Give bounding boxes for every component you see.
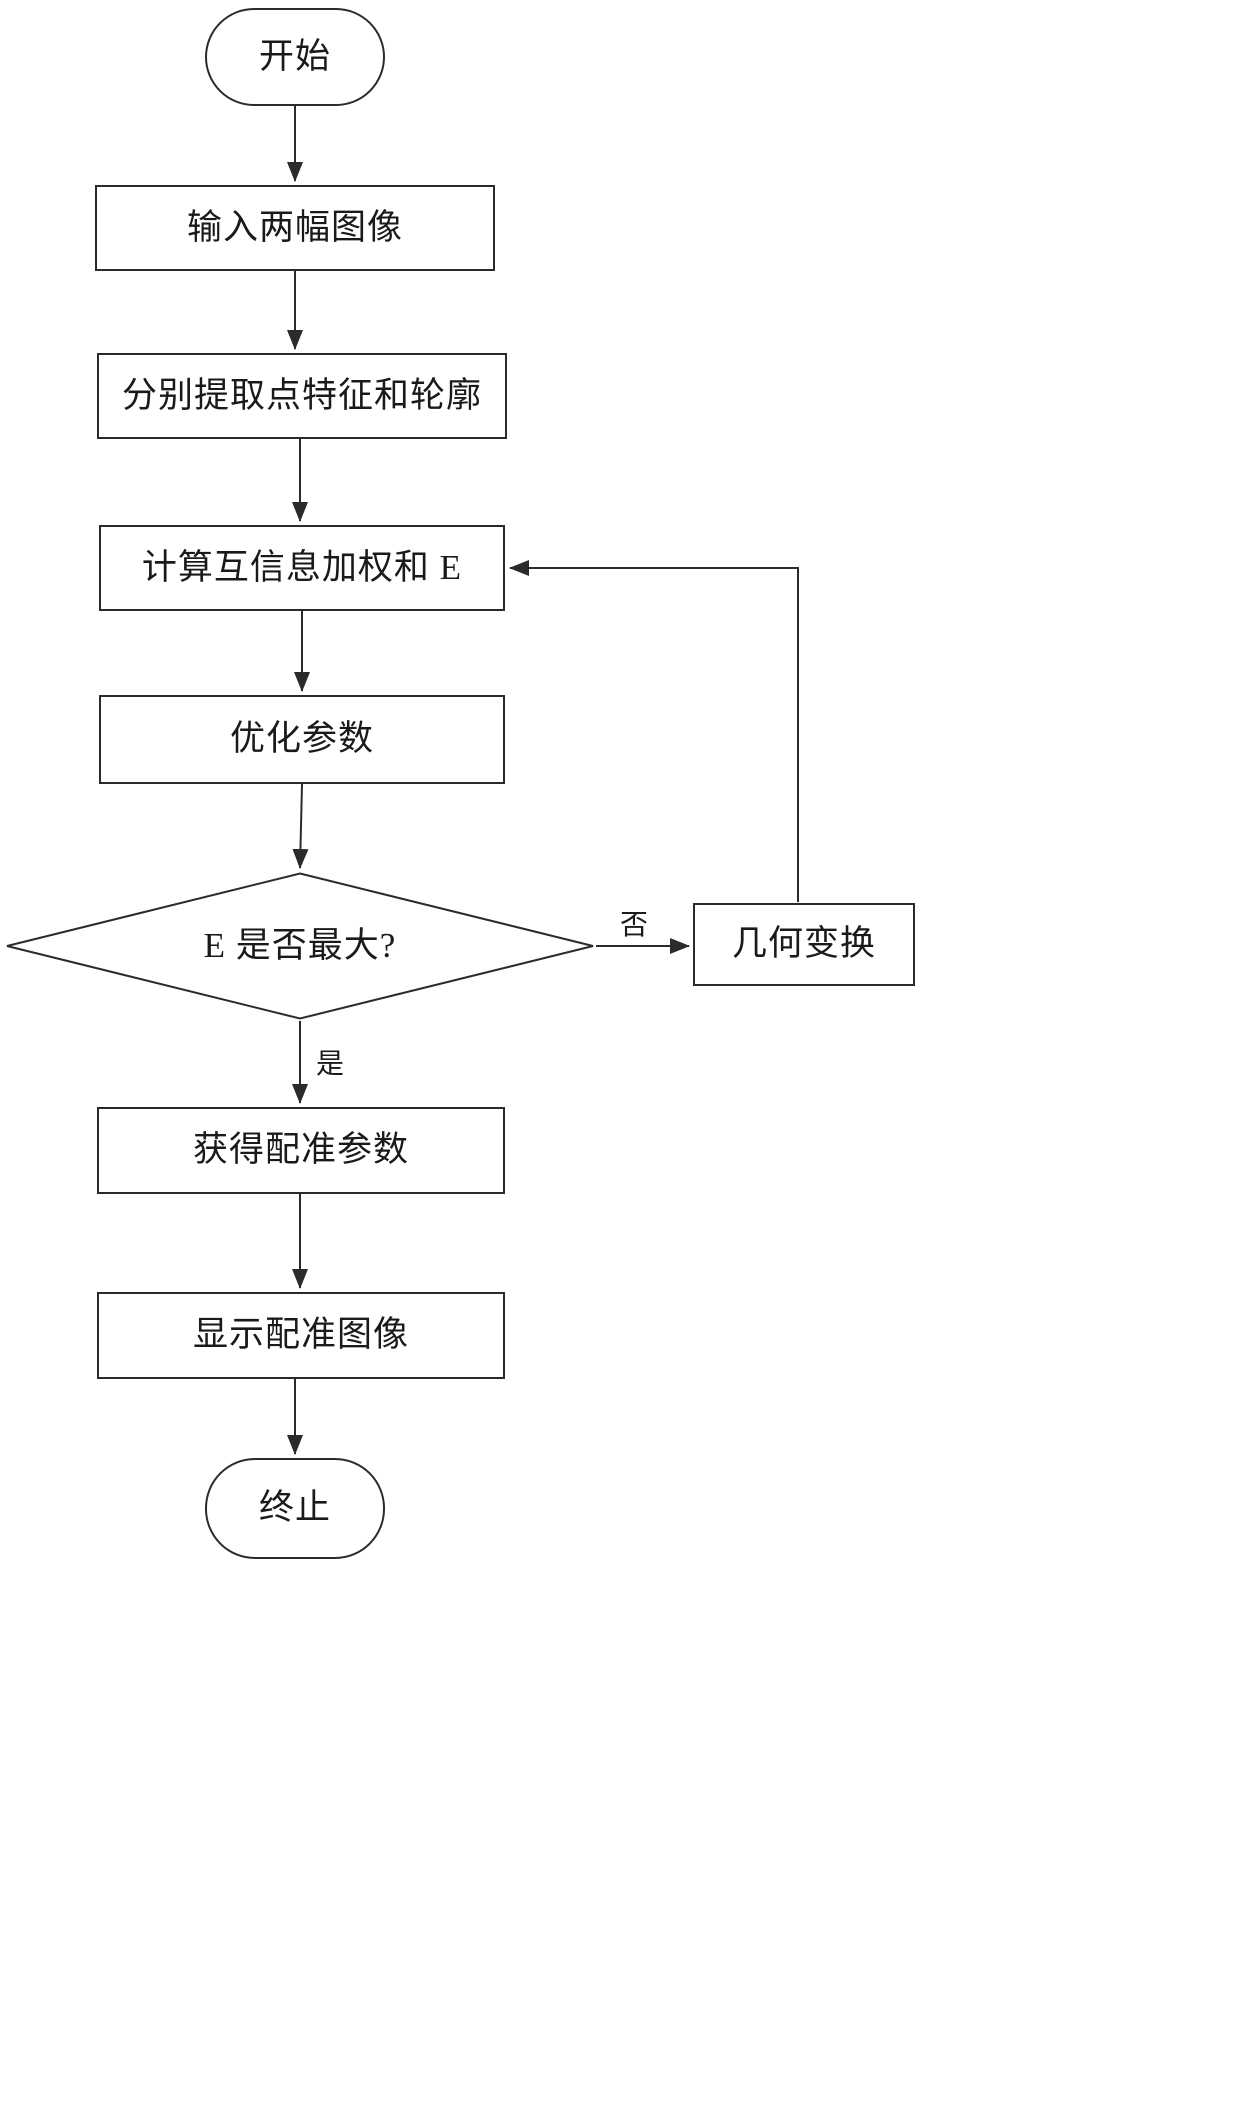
node-extract-features-label: 分别提取点特征和轮廓 (121, 375, 482, 415)
node-end-label: 终止 (258, 1488, 331, 1528)
node-obtain-registration-parameters-label: 获得配准参数 (192, 1130, 409, 1170)
node-compute-mutual-information-label: 计算互信息加权和 E (141, 547, 463, 587)
node-input-images-label: 输入两幅图像 (186, 207, 403, 247)
node-extract-features: 分别提取点特征和轮廓 (97, 353, 507, 439)
node-obtain-registration-parameters: 获得配准参数 (97, 1107, 505, 1194)
node-start-label: 开始 (258, 36, 331, 76)
node-optimize-parameters-label: 优化参数 (229, 719, 374, 759)
decision-diamond-shape (6, 872, 594, 1020)
node-display-registered-image-label: 显示配准图像 (192, 1315, 409, 1355)
edge-label-no: 否 (618, 903, 651, 943)
node-input-images: 输入两幅图像 (95, 185, 495, 271)
edge-optimize-to-decision (292, 783, 309, 869)
node-geometric-transform: 几何变换 (693, 903, 915, 986)
node-geometric-transform-label: 几何变换 (731, 924, 876, 964)
node-end: 终止 (205, 1458, 385, 1559)
node-start: 开始 (205, 8, 385, 106)
edge-transform-loop-to-compute (509, 560, 799, 902)
node-optimize-parameters: 优化参数 (99, 695, 505, 784)
node-decision-e-maximum: E 是否最大? (5, 872, 595, 1020)
node-compute-mutual-information: 计算互信息加权和 E (99, 525, 505, 611)
edge-label-yes: 是 (314, 1042, 347, 1082)
node-decision-e-maximum-label: E 是否最大? (203, 925, 397, 965)
node-display-registered-image: 显示配准图像 (97, 1292, 505, 1379)
